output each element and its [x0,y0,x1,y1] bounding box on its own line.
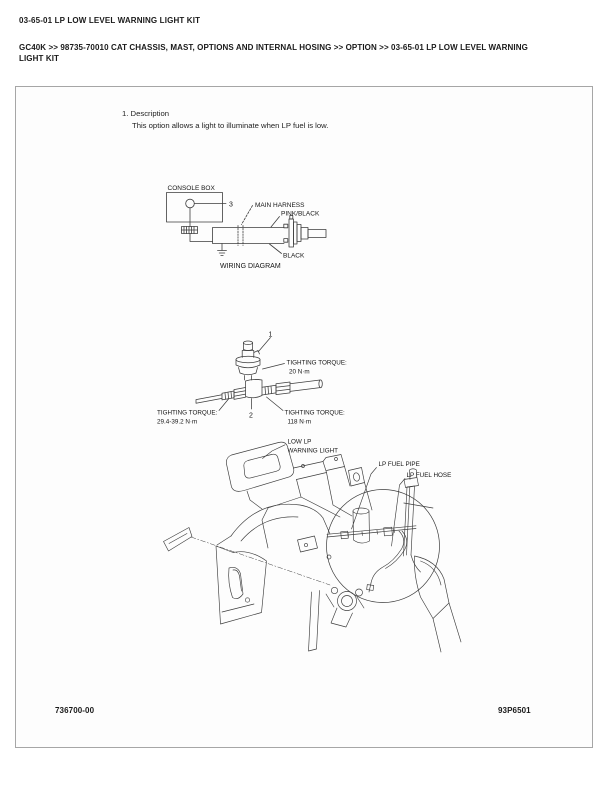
page-code: 93P6501 [498,706,531,715]
black-wire-label: BLACK [283,253,305,260]
chassis-lines [163,441,462,653]
callout-1: 1 [269,332,273,339]
right-torque-label: TIGHTING TORQUE: [285,410,346,417]
description-heading: 1. Description [122,109,169,118]
content-frame [15,86,593,748]
right-torque-value: 118 N·m [288,419,312,426]
wiring-diagram-figure: CONSOLE BOX 3 MAIN HARNESS PINK/BLACK BL… [166,185,327,270]
breadcrumb-line-2: LIGHT KIT [19,54,60,63]
console-box-label: CONSOLE BOX [168,185,216,192]
low-lp-warning-light-label-line1: LOW LP [288,439,312,446]
lp-fuel-pipe-label: LP FUEL PIPE [379,461,420,468]
wiring-lines [166,192,327,256]
sensor-torque-figure: 1 2 TIGHTING TORQUE: 20 N·m TIGHTING TOR… [157,332,348,426]
doc-number: 736700-00 [55,706,95,715]
description-section: 1. Description This option allows a ligh… [122,108,328,131]
sensor-lines [195,337,323,411]
page-title: 03-65-01 LP LOW LEVEL WARNING LIGHT KIT [19,16,201,25]
breadcrumb: GC40K >> 98735-70010 CAT CHASSIS, MAST, … [19,42,597,64]
breadcrumb-line-1: GC40K >> 98735-70010 CAT CHASSIS, MAST, … [19,43,528,52]
chassis-illustration: LOW LP WARNING LIGHT LP FUEL PIPE LP FUE… [163,439,462,653]
callout-3: 3 [229,202,233,209]
callout-2: 2 [249,413,253,420]
description-body: This option allows a light to illuminate… [132,120,329,130]
left-torque-value: 29.4-39.2 N·m [157,419,197,426]
main-harness-label: MAIN HARNESS [255,202,305,209]
pink-black-wire-label: PINK/BLACK [281,211,320,218]
sensor-torque-value: 20 N·m [289,369,310,376]
wiring-diagram-caption: WIRING DIAGRAM [220,263,281,270]
left-torque-label: TIGHTING TORQUE: [157,410,218,417]
sensor-torque-label: TIGHTING TORQUE: [287,360,348,367]
lp-fuel-hose-label: LP FUEL HOSE [407,472,452,479]
low-lp-warning-light-label-line2: WARNING LIGHT [288,448,339,455]
